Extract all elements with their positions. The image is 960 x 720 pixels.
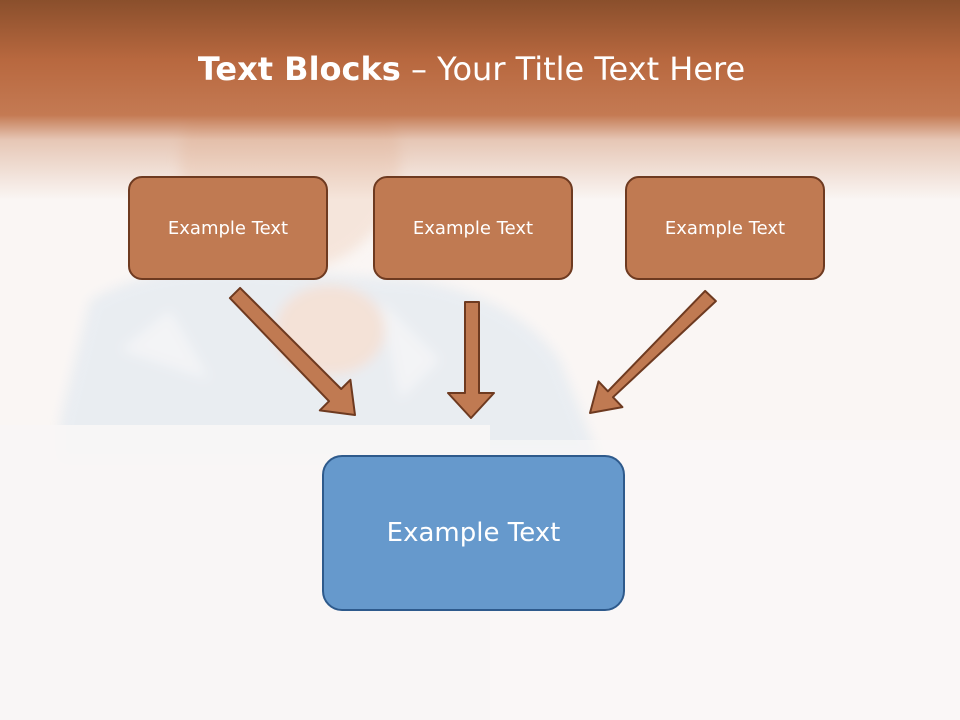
header-band	[0, 0, 960, 200]
example-text-box-3: Example Text	[625, 176, 825, 280]
arrow-right	[589, 289, 717, 414]
target-text-box: Example Text	[322, 455, 625, 611]
example-text-box-2: Example Text	[373, 176, 573, 280]
title-dash: –	[400, 50, 438, 88]
title-bold: Text Blocks	[197, 50, 401, 88]
arrow-left	[228, 286, 356, 416]
target-box-label: Example Text	[386, 518, 561, 548]
slide-title: Text Blocks – Your Title Text Here	[0, 50, 943, 88]
example-text-box-1: Example Text	[128, 176, 328, 280]
arrow-center	[447, 301, 495, 419]
title-rest: Your Title Text Here	[437, 50, 746, 88]
box-3-label: Example Text	[664, 217, 786, 239]
box-2-label: Example Text	[412, 217, 534, 239]
box-1-label: Example Text	[167, 217, 289, 239]
